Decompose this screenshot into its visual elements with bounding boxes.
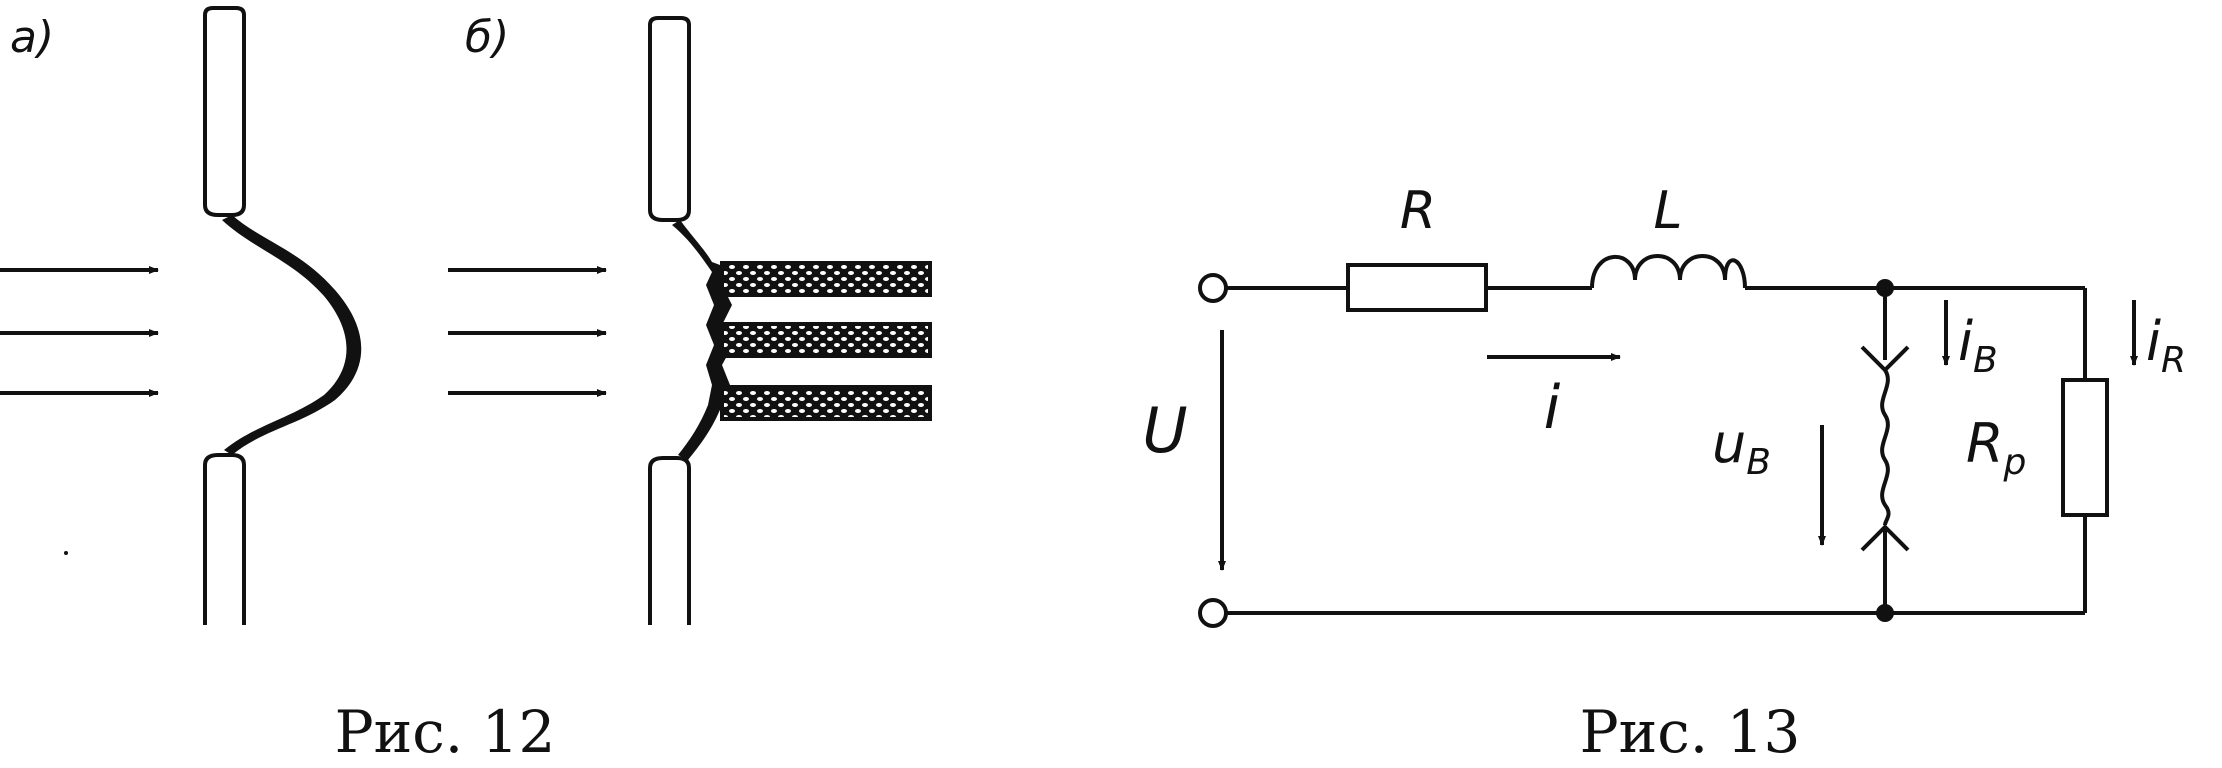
fig13-caption: Рис. 13 [1580,698,1801,766]
resistor-Rp [2061,378,2109,517]
label-iB: iB [1958,310,1998,381]
figure-12: a) б) [0,6,932,766]
plasma-strip [720,322,932,358]
electrode-top [203,6,246,217]
label-U: U [1142,394,1187,467]
label-uB-main: u [1712,412,1746,475]
label-iR-sub: R [2161,340,2186,381]
plasma-strip [720,261,932,297]
discharge-arc [222,215,362,455]
discharge-arc [672,220,733,460]
label-iR-main: i [2146,310,2161,373]
figure-13-circuit: R L i U uB iB iR Rp Рис. 13 [1142,181,2186,766]
label-Rp-sub: p [2003,442,2027,483]
speck [64,551,68,555]
label-L: L [1654,181,1683,241]
terminal-bottom [1198,598,1228,628]
flow-arrows-b [448,266,607,397]
fig12-panel-b: б) [448,12,932,625]
plasma-strip [720,385,932,421]
arc-element [1880,368,1891,526]
electrode-top [648,16,691,222]
flow-arrows-a [0,266,159,397]
label-Rp: Rp [1966,412,2026,483]
panel-a-label: a) [10,12,54,63]
inductor-L [1590,254,1747,289]
label-i: i [1544,373,1561,443]
terminal-top [1198,273,1228,303]
fig12-panel-a: a) [0,6,362,625]
electrode-bottom [648,456,691,625]
label-iR: iR [2146,310,2186,381]
label-uB: uB [1712,412,1771,483]
fig12-caption: Рис. 12 [335,698,556,766]
label-Rp-main: R [1966,412,2004,475]
resistor-R [1346,263,1488,312]
label-R: R [1400,181,1436,241]
label-iB-main: i [1958,310,1973,373]
label-iB-sub: B [1973,340,1998,381]
electrode-bottom [203,453,246,625]
label-uB-sub: B [1746,442,1771,483]
panel-b-label: б) [465,12,509,63]
